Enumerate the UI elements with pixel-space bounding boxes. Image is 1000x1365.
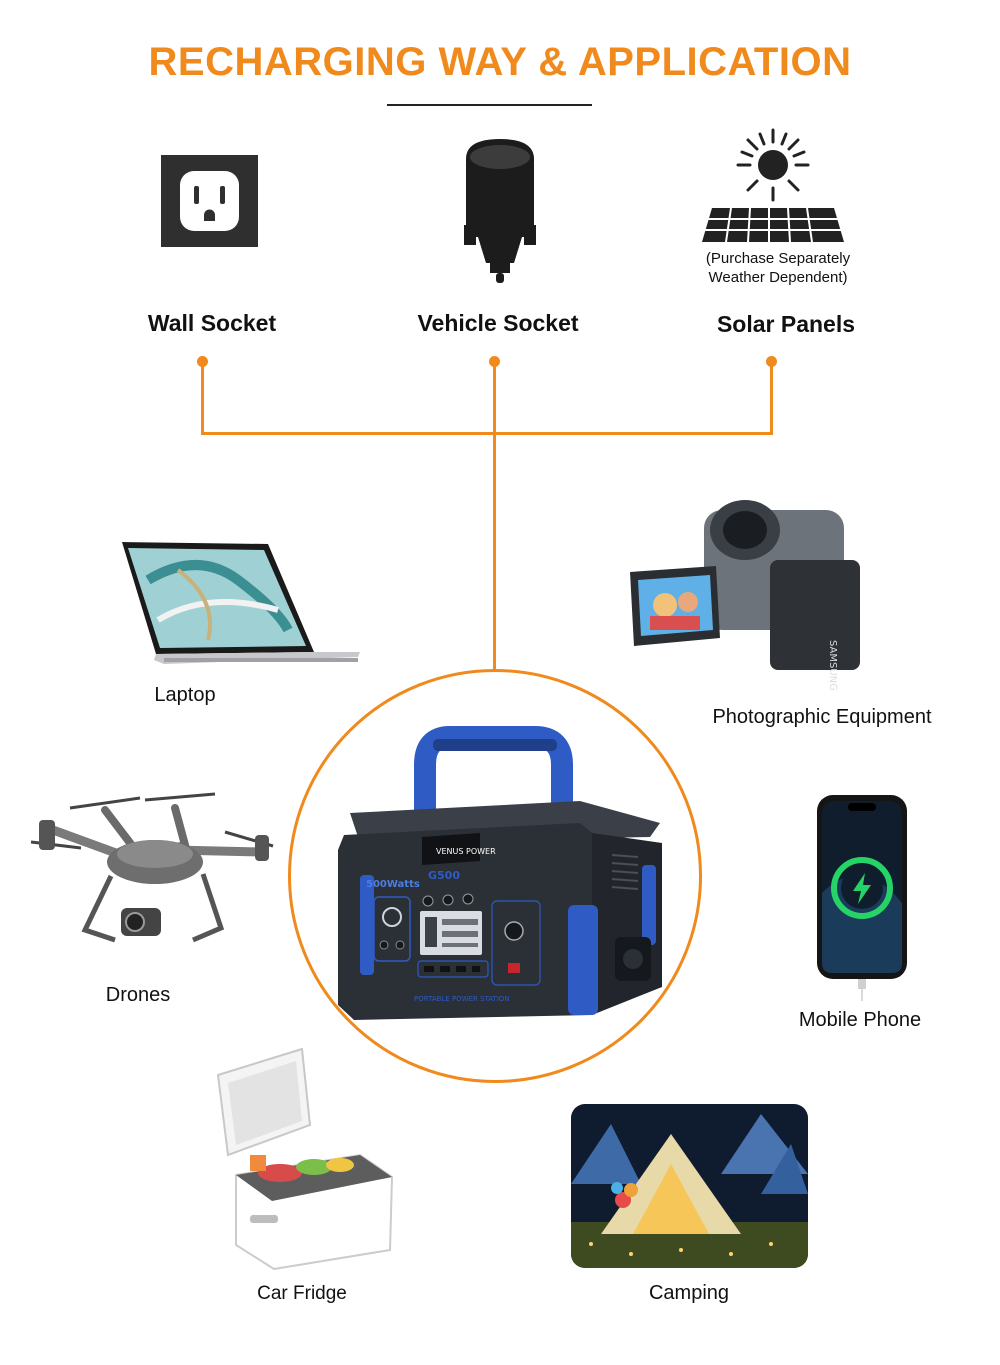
drone-icon — [30, 792, 274, 943]
camping-tent-icon — [571, 1104, 808, 1268]
app-label-camping: Camping — [648, 1282, 730, 1304]
solar-note-line1: (Purchase Separately — [705, 250, 851, 267]
laptop-icon — [122, 542, 360, 664]
connector-line — [201, 432, 773, 435]
title-divider — [387, 104, 592, 106]
device-model-text: G500 — [428, 869, 460, 882]
power-station-image: VENUS POWER G500 500Watts PORTABLE POWER… — [338, 726, 662, 1020]
vehicle-socket-label: Vehicle Socket — [417, 310, 579, 336]
connector-dot-wall — [197, 356, 208, 367]
solar-panel-icon — [702, 128, 844, 243]
app-label-drones: Drones — [105, 984, 171, 1006]
device-brand-text: VENUS POWER — [436, 847, 496, 856]
app-label-photographic-equipment: Photographic Equipment — [712, 706, 932, 728]
svg-text:SAMSUNG: SAMSUNG — [827, 640, 838, 690]
connector-line — [770, 362, 773, 434]
connector-line — [201, 362, 204, 434]
camcorder-icon: SAMSUNG — [620, 490, 880, 690]
wall-socket-icon — [161, 155, 258, 247]
app-label-laptop: Laptop — [154, 684, 216, 706]
connector-dot-solar — [766, 356, 777, 367]
car-fridge-icon — [216, 1047, 394, 1270]
solar-panels-label: Solar Panels — [716, 311, 856, 337]
solar-note-line2: Weather Dependent) — [708, 269, 848, 286]
connector-dot-vehicle — [489, 356, 500, 367]
page-title: RECHARGING WAY & APPLICATION — [148, 40, 852, 84]
app-label-car-fridge: Car Fridge — [257, 1283, 347, 1304]
connector-line — [493, 362, 496, 672]
car-charger-icon — [464, 139, 536, 283]
mobile-phone-icon — [817, 795, 907, 1001]
app-label-mobile-phone: Mobile Phone — [798, 1009, 922, 1031]
device-subtitle-text: PORTABLE POWER STATION — [414, 995, 510, 1003]
wall-socket-label: Wall Socket — [147, 310, 277, 336]
device-wattage-text: 500Watts — [366, 879, 420, 890]
